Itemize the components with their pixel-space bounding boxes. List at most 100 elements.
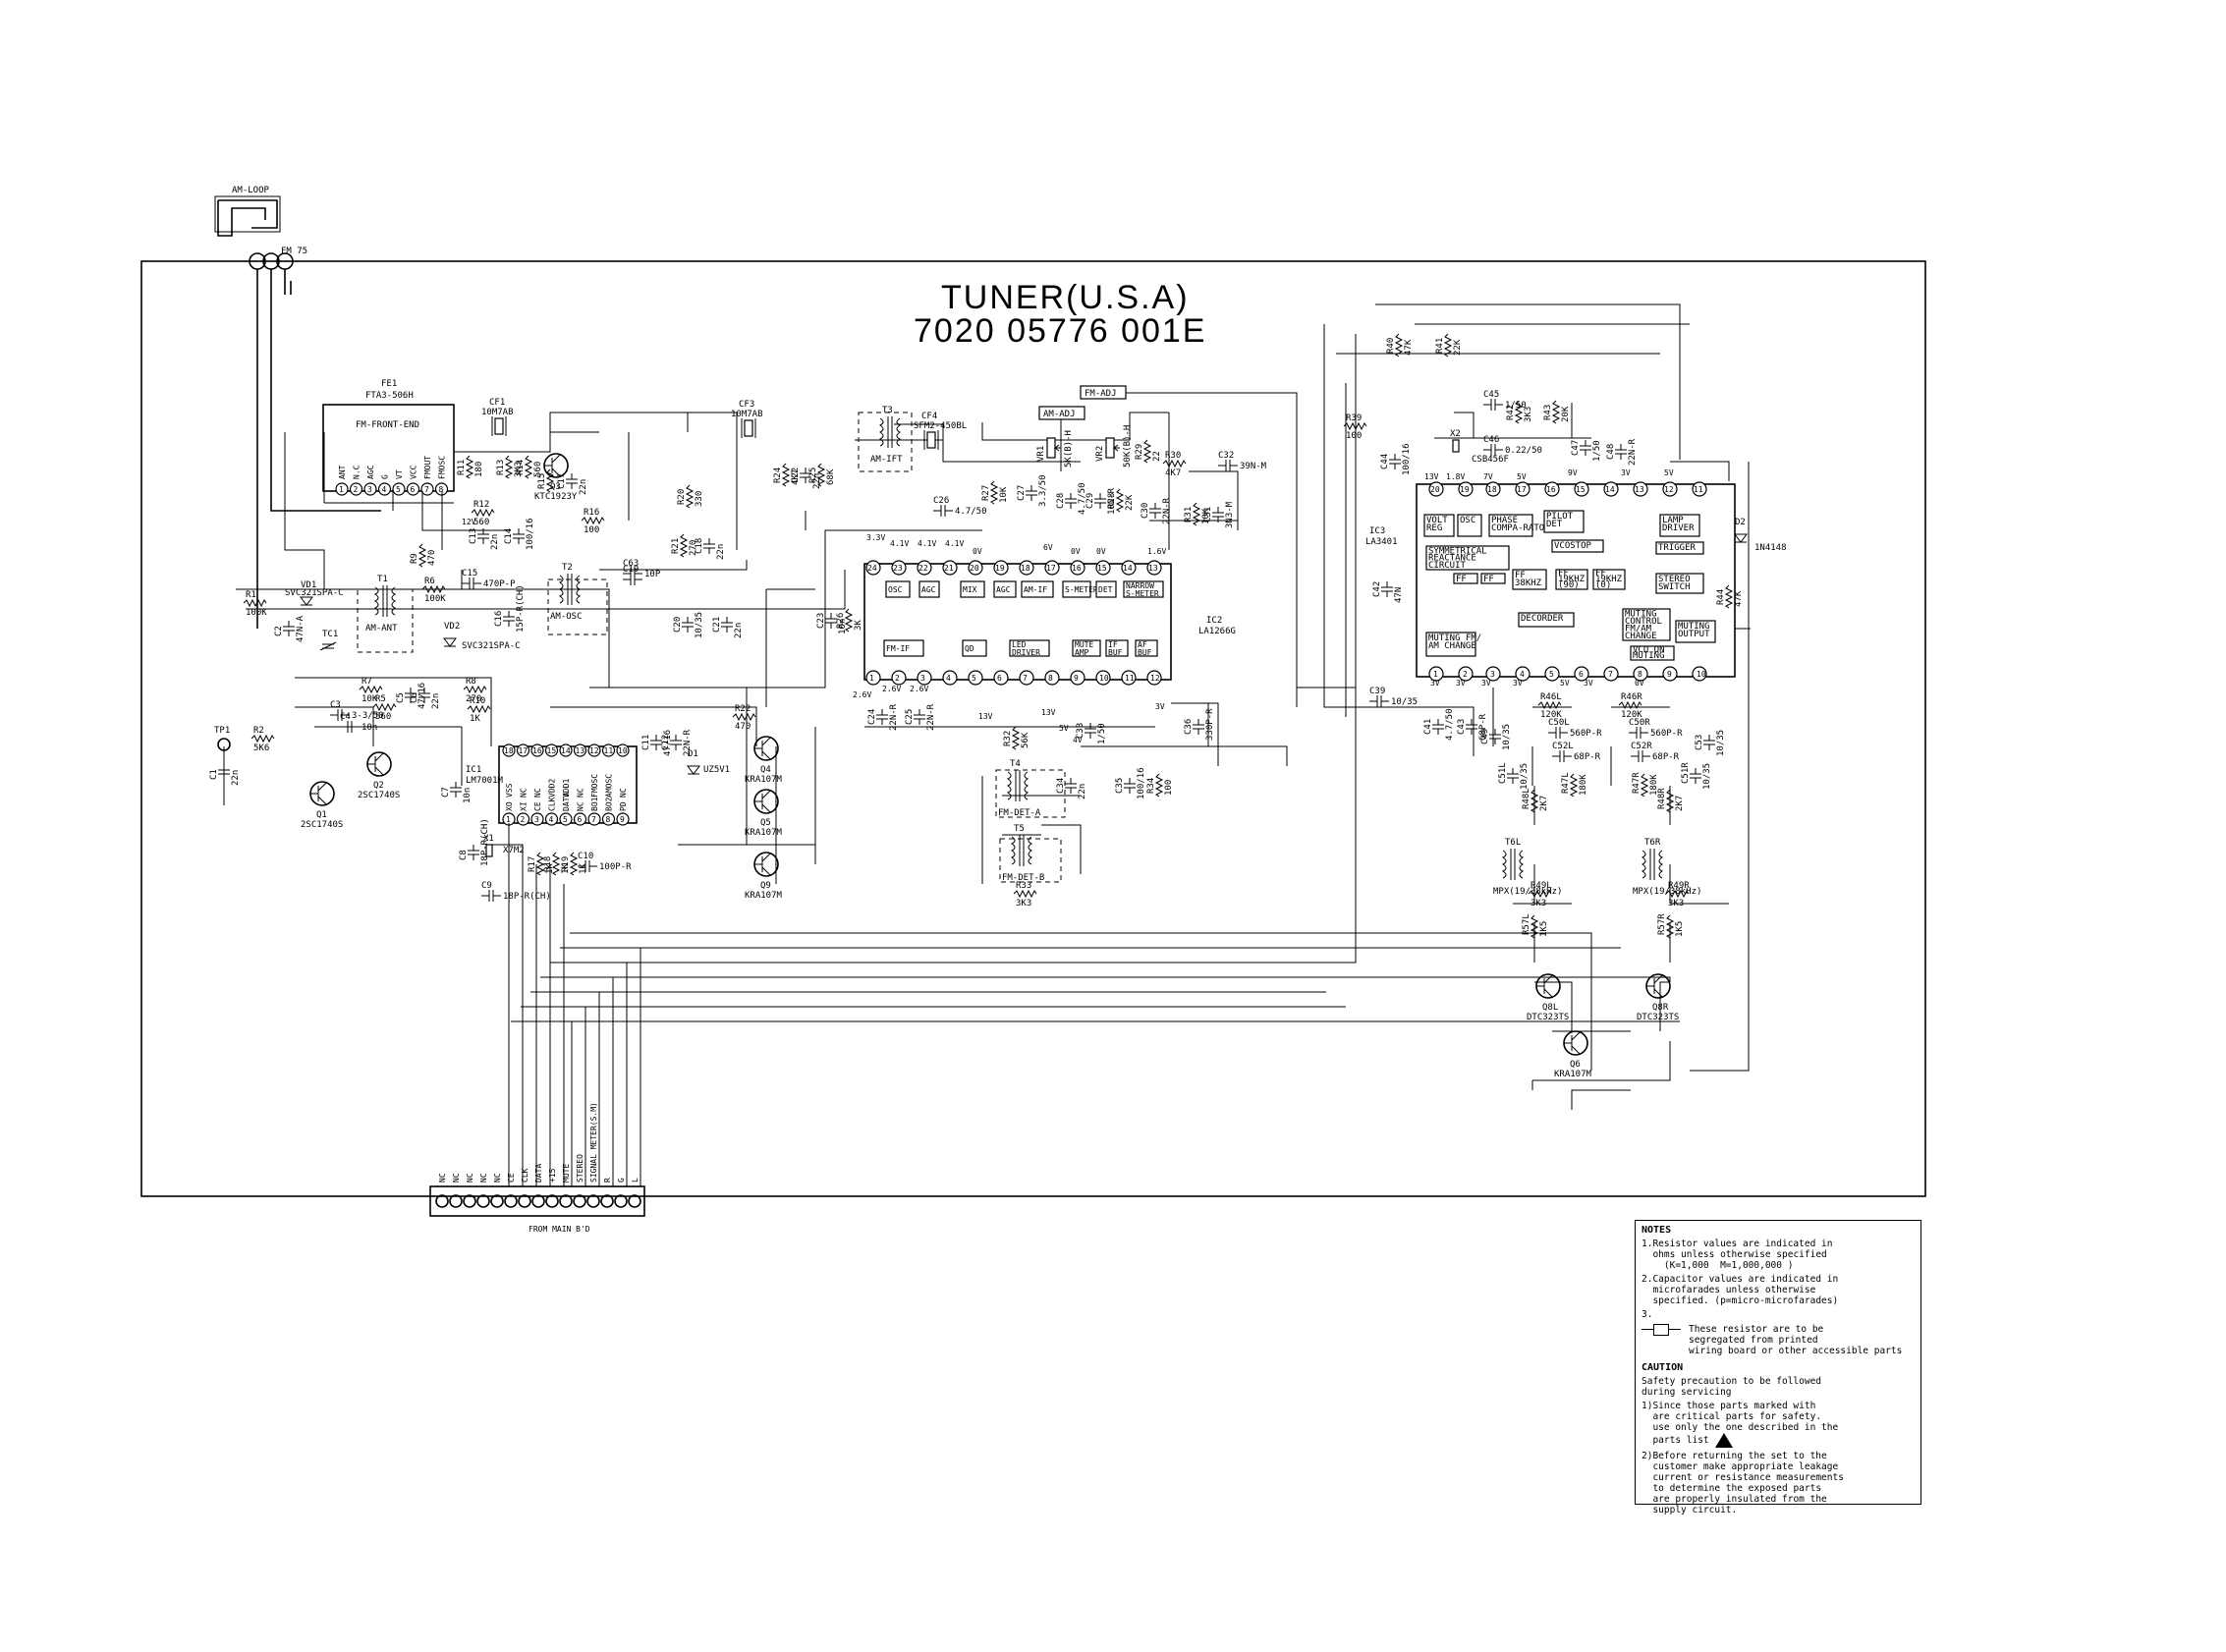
ic3-block	[1512, 569, 1547, 590]
component-value: 22n	[579, 479, 588, 495]
component-value: 4.7/50	[1078, 482, 1087, 515]
fe1-part: FTA3-506H	[365, 391, 414, 401]
component-value: 22n	[431, 693, 441, 709]
component-value: 47K	[1734, 590, 1744, 607]
ic1-pin	[616, 743, 630, 757]
ic3-block	[1488, 514, 1533, 537]
component-value: 3K3	[514, 462, 524, 477]
component-ref: C52L	[1552, 742, 1574, 751]
ic3-part: LA3401	[1365, 537, 1398, 547]
fe-pin-label: FMOUT	[423, 456, 432, 479]
component-value: 22N-R	[1162, 497, 1172, 524]
ic3-pin	[1428, 666, 1444, 682]
ic2-block	[1021, 580, 1054, 598]
ic1-pin-number: 3	[534, 815, 539, 824]
component-value: 100	[1346, 431, 1362, 441]
component-ref: R39	[1346, 413, 1362, 423]
component-ref: C3	[330, 700, 341, 710]
component-value: 47/16	[417, 683, 427, 709]
part-ref: D1	[688, 749, 698, 759]
ic2-block-label: BUF	[1108, 648, 1123, 657]
capacitor-symbol	[462, 578, 481, 589]
ic2-pin-number: 18	[1021, 564, 1030, 573]
capacitor-symbol	[623, 574, 642, 585]
am-loop-label: AM-LOOP	[232, 186, 270, 195]
ic3-pin-number: 2	[1463, 670, 1468, 679]
component-value: 10/35	[695, 612, 704, 638]
resistor-symbol	[1530, 789, 1539, 813]
component-ref: R19	[561, 856, 571, 872]
resistor-symbol	[1142, 439, 1152, 464]
connector-pin-label: NC	[466, 1173, 474, 1183]
ic3-block-label: AM CHANGE	[1428, 641, 1476, 651]
component-ref: R25	[808, 468, 818, 483]
connector-pin-label: NC	[493, 1173, 502, 1183]
antenna-section: AM-LOOP FM 75	[214, 186, 381, 629]
ic3-pin	[1515, 481, 1530, 497]
component-ref: C25	[905, 709, 915, 725]
ic3-block-label: FF	[1515, 571, 1526, 580]
component-ref: C21	[712, 617, 722, 633]
fe-pin	[420, 482, 434, 496]
component-ref: C44	[1380, 454, 1390, 469]
part-ref: VD1	[301, 580, 316, 590]
ic2-pin	[1121, 670, 1137, 686]
resistor-symbol	[1115, 488, 1125, 513]
ic3-block-label: FF	[1456, 575, 1467, 584]
resistor-symbol	[250, 734, 275, 743]
ic3-block-label: MUTING	[1633, 651, 1665, 661]
ic3-block-label: 19KHZ	[1558, 575, 1586, 584]
component-ref: C24	[867, 709, 877, 725]
filter-part: 10M7AB	[481, 408, 514, 417]
ic3-block-label: DRIVER	[1662, 523, 1695, 533]
transformer-ref: T4	[1010, 759, 1021, 769]
ic3-pin	[1458, 666, 1474, 682]
connector-pin-label: DATA	[534, 1164, 543, 1183]
voltage-label: 5V	[1664, 468, 1674, 477]
component-ref: R12	[473, 500, 489, 510]
voltage-label: 12V	[462, 518, 476, 526]
component-value: 2K7	[1675, 796, 1685, 811]
resistor-symbol	[1665, 789, 1675, 813]
component-value: 3K3	[1668, 899, 1684, 909]
component-value: 3.3/50	[1038, 474, 1048, 507]
component-value: 39N-M	[1240, 462, 1267, 471]
fe-pin	[377, 482, 392, 496]
component-value: 47N-A	[296, 615, 306, 642]
ic3-pin	[1692, 666, 1707, 682]
test-point-symbol	[217, 738, 231, 751]
am-adj-label: AM-ADJ	[1043, 410, 1076, 419]
voltage-label: 3.3V	[866, 533, 885, 542]
fe-pin-number: 5	[396, 485, 401, 494]
resistor-symbol	[1537, 700, 1562, 710]
component-value: 18P-R(CH)	[480, 818, 490, 866]
component-ref: C13	[469, 528, 478, 544]
component-value: 47/16	[663, 730, 673, 756]
voltage-label: 5V	[1059, 724, 1069, 733]
ic3-pin-number: 14	[1605, 485, 1615, 494]
component-ref: R42	[1506, 405, 1516, 420]
connector-pin-label: +15	[548, 1168, 557, 1183]
voltage-label: 6V	[1043, 543, 1053, 552]
ic2-pin	[1044, 560, 1060, 576]
ic1-pin-number: 17	[519, 746, 529, 755]
resistor-symbol	[679, 533, 689, 558]
ic3-block-label: REG	[1426, 523, 1442, 533]
ic3-block-label: CIRCUIT	[1428, 561, 1467, 571]
note-3: 3.	[1642, 1309, 1653, 1320]
capacitor-symbol	[1552, 750, 1572, 762]
